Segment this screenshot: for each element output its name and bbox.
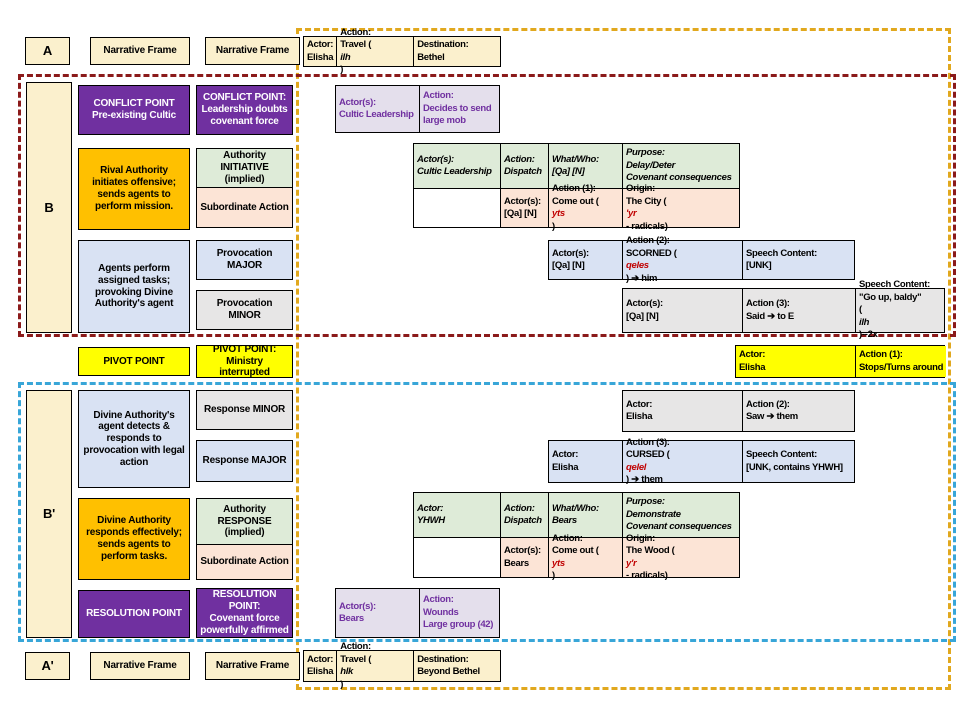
- narrative-frame-box: Narrative Frame: [205, 37, 300, 65]
- provocation-minor-box: Provocation MINOR: [196, 290, 293, 330]
- origin-cell: Origin:The City ('yr - radicals): [623, 183, 739, 232]
- section-b-dashed-border: [18, 74, 956, 337]
- actor-cell: Actor:Elisha: [304, 37, 338, 66]
- mob-decision-table: Actor(s):Cultic Leadership Action:Decide…: [335, 85, 500, 133]
- authority-response-box: Authority RESPONSE(implied): [196, 498, 293, 545]
- actor-cell: Actor(s):[Qa] [N]: [501, 188, 549, 227]
- dispatch-table-b-prime: Actor:YHWH Action:Dispatch What/Who:Bear…: [413, 492, 740, 581]
- speech-content-cell: Speech Content:[UNK]: [743, 241, 854, 279]
- subordinate-action-box: Subordinate Action: [196, 187, 293, 228]
- narrative-frame-box: Narrative Frame: [90, 652, 190, 680]
- rival-authority-summary-box: Rival Authority initiates offensive; sen…: [78, 148, 190, 230]
- destination-cell: Destination:Beyond Bethel: [414, 651, 500, 681]
- row-a-detail-table: Actor:Elisha Action:Travel (ilh ) Destin…: [303, 27, 501, 75]
- resolution-point-summary-box: RESOLUTION POINT: [78, 590, 190, 638]
- actor-cell: Actor(s):Cultic Leadership: [414, 144, 501, 188]
- dispatch-table-b: Actor(s):Cultic Leadership Action:Dispat…: [413, 143, 740, 232]
- section-b-prime-label: B': [26, 390, 72, 638]
- destination-cell: Destination:Bethel: [414, 37, 500, 66]
- actor-cell: Actor:YHWH: [414, 493, 501, 537]
- authority-initiative-box: Authority INITIATIVE(implied): [196, 148, 293, 188]
- actor-cell: Actor:Elisha: [304, 651, 338, 681]
- actor-cell: Actor:Elisha: [549, 441, 623, 482]
- actor-cell: Actor(s):Bears: [501, 537, 549, 577]
- said-table: Actor(s):[Qa] [N] Action (3):Said ➔ to E…: [622, 279, 945, 340]
- actor-cell: Actor(s):Cultic Leadership: [336, 86, 420, 132]
- what-who-cell: What/Who:[Qa] [N]: [549, 144, 623, 188]
- speech-content-cell: Speech Content:[UNK, contains YHWH]: [743, 441, 854, 482]
- outer-dashed-border: [296, 28, 951, 690]
- what-who-cell: What/Who:Bears: [549, 493, 623, 537]
- action-cell: Action (3):CURSED (qelel ) ➔ them: [623, 437, 743, 485]
- narrative-frame-box: Narrative Frame: [90, 37, 190, 65]
- section-b-label: B: [26, 82, 72, 333]
- action-cell: Action (1):Come out (yts ): [549, 183, 623, 232]
- divine-responds-summary-box: Divine Authority responds effectively; s…: [78, 498, 190, 580]
- agents-summary-box: Agents perform assigned tasks; provoking…: [78, 240, 190, 333]
- row-a-prime-label: A': [25, 652, 70, 680]
- pivot-point-detail-box: PIVOT POINT:Ministry interrupted: [196, 344, 293, 378]
- scorned-table: Actor(s):[Qa] [N] Action (2):SCORNED (qe…: [548, 235, 855, 284]
- action-cell: Action:Travel (hlk): [337, 641, 415, 690]
- action-cell: Action (2):Saw ➔ them: [743, 391, 854, 431]
- empty-cell: [414, 537, 501, 577]
- action-cell: Action:Dispatch: [501, 144, 549, 188]
- actor-cell: Actor(s):[Qa] [N]: [549, 241, 623, 279]
- speech-content-cell: Speech Content:"Go up, baldy"(ilh )--2x: [856, 279, 944, 340]
- origin-cell: Origin:The Wood (y'r - radicals): [623, 533, 739, 581]
- actor-cell: Actor(s):[Qa] [N]: [623, 289, 743, 332]
- saw-table: Actor:Elisha Action (2):Saw ➔ them: [622, 390, 855, 432]
- row-a-prime-detail-table: Actor:Elisha Action:Travel (hlk) Destina…: [303, 641, 501, 690]
- actor-cell: Actor:Elisha: [736, 346, 856, 377]
- action-cell: Action (3):Said ➔ to E: [743, 289, 856, 332]
- empty-cell: [414, 188, 501, 227]
- pivot-point-summary-box: PIVOT POINT: [78, 347, 190, 376]
- detects-summary-box: Divine Authority's agent detects & respo…: [78, 390, 190, 488]
- actor-cell: Actor:Elisha: [623, 391, 743, 431]
- action-cell: Action:Travel (ilh ): [337, 27, 415, 75]
- section-b-prime-dashed-border: [18, 382, 956, 642]
- actor-cell: Actor(s):Bears: [336, 589, 420, 637]
- provocation-major-box: Provocation MAJOR: [196, 240, 293, 280]
- action-cell: Action:Come out (yts ): [549, 533, 623, 581]
- response-minor-box: Response MINOR: [196, 390, 293, 430]
- action-cell: Action (1):Stops/Turns around: [856, 346, 947, 377]
- pivot-table: Actor:Elisha Action (1):Stops/Turns arou…: [735, 345, 947, 378]
- subordinate-action-box: Subordinate Action: [196, 544, 293, 580]
- response-major-box: Response MAJOR: [196, 440, 293, 482]
- cursed-table: Actor:Elisha Action (3):CURSED (qelel ) …: [548, 437, 855, 485]
- row-a-label: A: [25, 37, 70, 65]
- action-cell: Action (2):SCORNED (qeles ) ➔ him: [623, 235, 743, 284]
- action-cell: Action:Dispatch: [501, 493, 549, 537]
- narrative-frame-box: Narrative Frame: [205, 652, 300, 680]
